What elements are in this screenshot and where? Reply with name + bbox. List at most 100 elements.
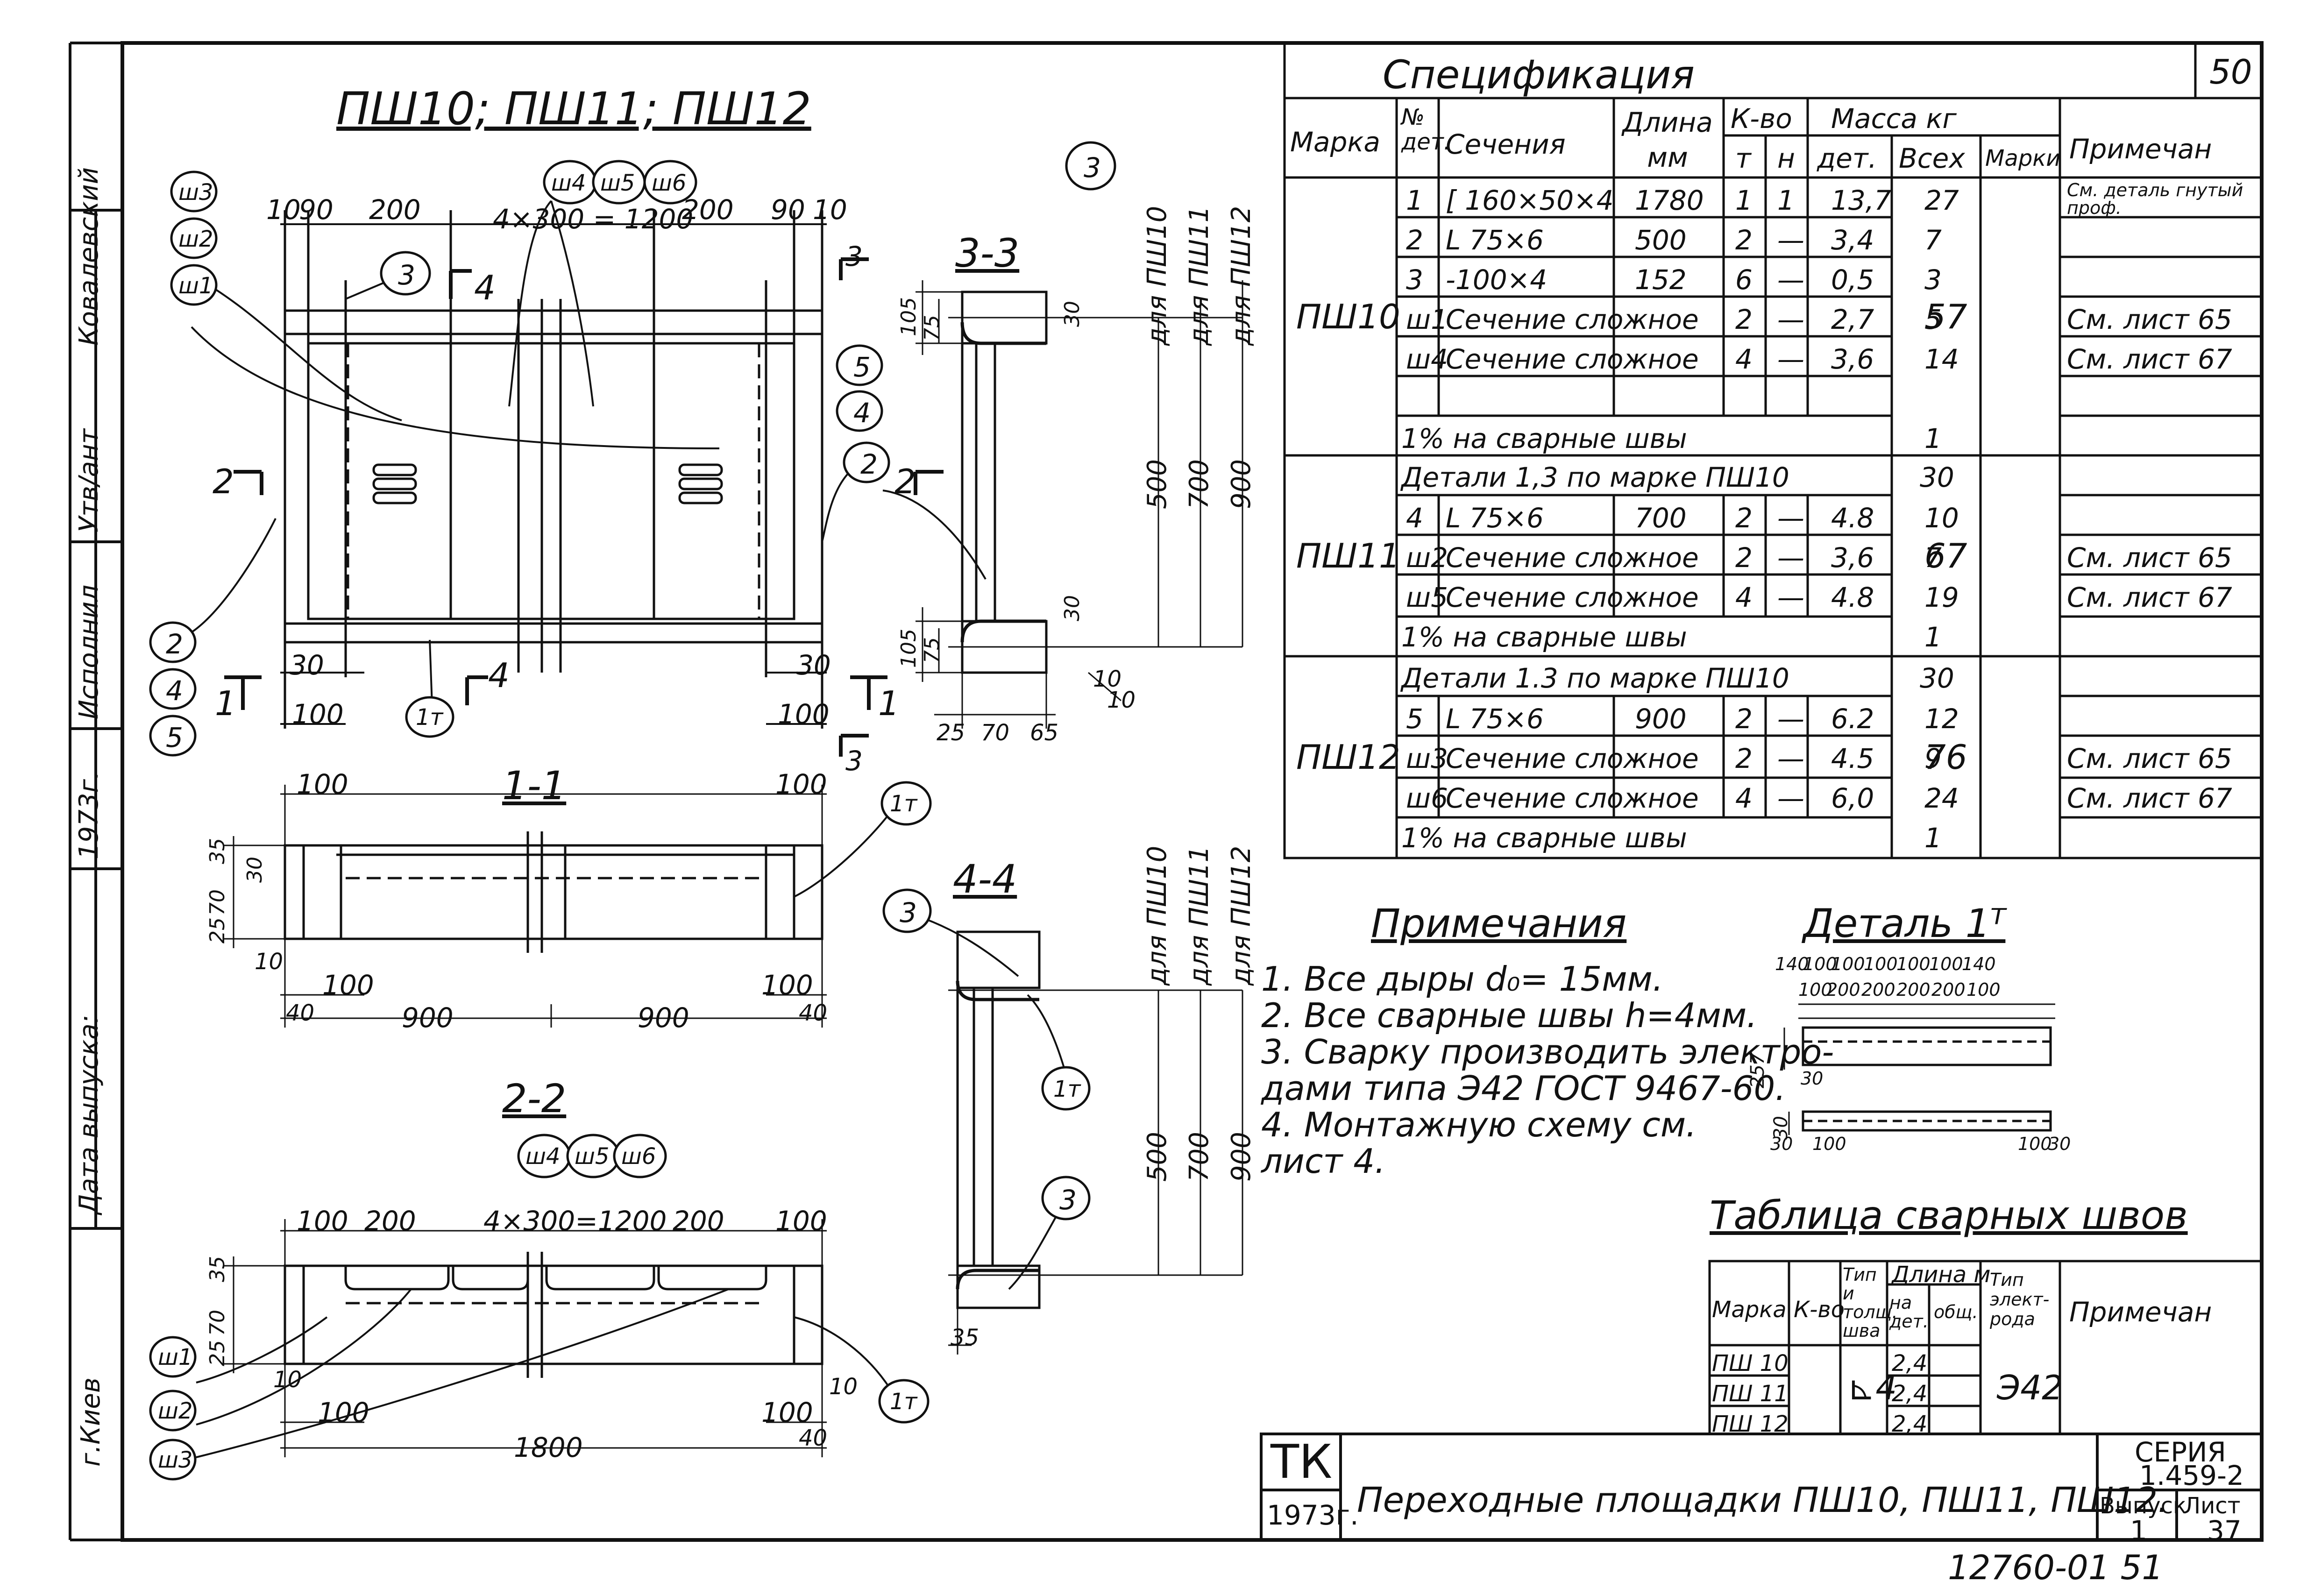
spec-cell-det: 1 — [1406, 184, 1423, 216]
detail-dim-mid: 100 — [1798, 979, 1832, 1000]
spec-pre-row-text: Детали 1.3 по марке ПШ10 — [1401, 662, 1789, 694]
spec-cell-mass-all: 19 — [1924, 582, 1959, 613]
callout-w6: ш6 — [652, 170, 687, 196]
dim-s22-35: 35 — [206, 1256, 229, 1282]
spec-cell-det: 3 — [1406, 264, 1423, 296]
spec-cell-section: Сечение сложное — [1446, 782, 1699, 814]
dim-30-right: 30 — [796, 649, 831, 681]
spec-cell-mass-det: 6,0 — [1831, 782, 1874, 814]
callout-2: 2 — [860, 448, 878, 480]
detail-dim-mid: 100 — [1966, 979, 2001, 1000]
dim-s33-75b: 75 — [920, 637, 944, 663]
dim-90b: 90 — [771, 194, 805, 226]
spec-cell-t: 2 — [1735, 224, 1753, 256]
dim-4x300: 4×300 = 1200 — [493, 203, 694, 235]
callout-w4-s22: ш4 — [525, 1143, 561, 1170]
callout-4-left: 4 — [166, 675, 183, 707]
dim-s11-100c: 100 — [322, 969, 374, 1001]
detail-title: Деталь 1ᵀ — [1803, 901, 2006, 946]
spec-cell-section: -100×4 — [1446, 264, 1547, 296]
detail-dim-top: 140 — [1775, 954, 1809, 974]
weld-col-electrode: Тип элект- рода — [1990, 1270, 2050, 1329]
callout-w1-s22: ш1 — [158, 1344, 193, 1370]
dim-s33-105b: 105 — [897, 629, 921, 668]
dim-10b: 10 — [813, 194, 847, 226]
spec-cell-t: 4 — [1735, 582, 1753, 613]
section-mark-2-left: 2 — [213, 462, 234, 501]
weld-col-mark: Марка — [1712, 1297, 1787, 1323]
spec-extra-mass: 1 — [1924, 423, 1942, 454]
callout-3-s44b: 3 — [1059, 1184, 1077, 1216]
spec-col-mass: Масса кг — [1831, 103, 1957, 135]
dim-h-700-a: 700 — [1184, 459, 1214, 509]
spec-cell-mass-all: 5 — [1924, 304, 1942, 335]
weld-row-mark: ПШ 10 — [1712, 1350, 1789, 1376]
spec-extra-text: 1% на сварные швы — [1401, 822, 1687, 854]
spec-cell-det: 4 — [1406, 502, 1423, 534]
callout-w3-s22: ш3 — [158, 1447, 193, 1473]
spec-cell-det: 2 — [1406, 224, 1423, 256]
spec-pre-row-text: Детали 1,3 по марке ПШ10 — [1401, 461, 1789, 493]
spec-cell-mass-det: 4.5 — [1831, 743, 1874, 774]
detail-dim-100b: 100 — [2018, 1134, 2052, 1154]
spec-cell-mass-det: 0,5 — [1831, 264, 1874, 296]
callout-3-s33: 3 — [1084, 152, 1101, 184]
spec-cell-n: — — [1777, 304, 1804, 335]
dim-s33-65: 65 — [1030, 720, 1059, 746]
spec-extra-text: 1% на сварные швы — [1401, 621, 1687, 653]
titleblock-issue: 1 — [2130, 1515, 2147, 1546]
dim-s22-10a: 10 — [273, 1367, 302, 1393]
dim-s33-75a: 75 — [920, 315, 944, 341]
dim-200: 200 — [369, 194, 421, 226]
dim-s22-200a: 200 — [364, 1205, 416, 1237]
note-line: 1. Все дыры d₀= 15мм. — [1261, 959, 1663, 999]
titleblock-sheet: 37 — [2207, 1515, 2242, 1546]
section-4-4-title: 4-4 — [953, 856, 1017, 902]
spec-cell-mass-det: 13,7 — [1831, 184, 1892, 216]
weld-seam-symbol: ⊾4 — [1847, 1368, 1897, 1407]
weld-col-per-det: на дет. — [1889, 1292, 1929, 1332]
callout-w6-s22: ш6 — [621, 1143, 656, 1170]
spec-cell-mass-det: 4.8 — [1831, 582, 1874, 613]
dim-s11-900b: 900 — [638, 1002, 689, 1034]
dim-s33-10a: 10 — [1093, 666, 1122, 692]
detail-dim-257: 257 — [1747, 1052, 1768, 1088]
spec-cell-length: 700 — [1635, 502, 1687, 534]
spec-group-mark: ПШ11 — [1296, 536, 1400, 575]
spec-cell-section: L 75×6 — [1446, 224, 1544, 256]
spec-col-mass-mark: Марки — [1985, 145, 2061, 171]
spec-pre-row-mass: 30 — [1920, 461, 1954, 493]
spec-cell-det: ш5 — [1406, 582, 1448, 613]
spec-extra-text: 1% на сварные швы — [1401, 423, 1687, 454]
spec-cell-det: ш3 — [1406, 743, 1448, 774]
section-mark-2-right: 2 — [894, 462, 916, 501]
spec-cell-note: См. деталь гнутый проф. — [2067, 180, 2243, 218]
spec-group-mass: 76 — [1924, 738, 1967, 777]
spec-col-mass-all: Всех — [1899, 142, 1965, 174]
side-label-author: Ковалевский — [74, 167, 104, 346]
detail-dim-30c: 30 — [1770, 1134, 1793, 1154]
spec-col-det: № дет. — [1401, 104, 1451, 155]
callout-w3: ш3 — [178, 179, 213, 206]
side-label-city: г.Киев — [76, 1377, 106, 1467]
spec-group-mass: 57 — [1924, 297, 1967, 336]
dim-s33-70: 70 — [981, 720, 1010, 746]
spec-cell-note: См. лист 67 — [2067, 343, 2232, 375]
spec-cell-mass-det: 2,7 — [1831, 304, 1874, 335]
spec-cell-length: 1780 — [1635, 184, 1704, 216]
callout-1t-s11: 1т — [890, 791, 917, 817]
callout-w1: ш1 — [178, 273, 213, 299]
spec-cell-det: ш4 — [1406, 343, 1448, 375]
dim-s33-30b: 30 — [1060, 595, 1084, 621]
callout-3: 3 — [398, 259, 415, 291]
detail-dim-top: 100 — [1803, 954, 1837, 974]
side-label-release-date: Дата выпуска: — [74, 1014, 104, 1214]
dim-h-700-b: 700 — [1184, 1132, 1214, 1182]
weld-row-length: 2,4 — [1892, 1411, 1928, 1437]
dim-s33-105a: 105 — [897, 297, 921, 336]
detail-dim-top: 100 — [1929, 954, 1963, 974]
spec-cell-t: 2 — [1735, 743, 1753, 774]
section-mark-1-right: 1 — [878, 684, 900, 723]
callout-3-s44a: 3 — [900, 897, 917, 929]
